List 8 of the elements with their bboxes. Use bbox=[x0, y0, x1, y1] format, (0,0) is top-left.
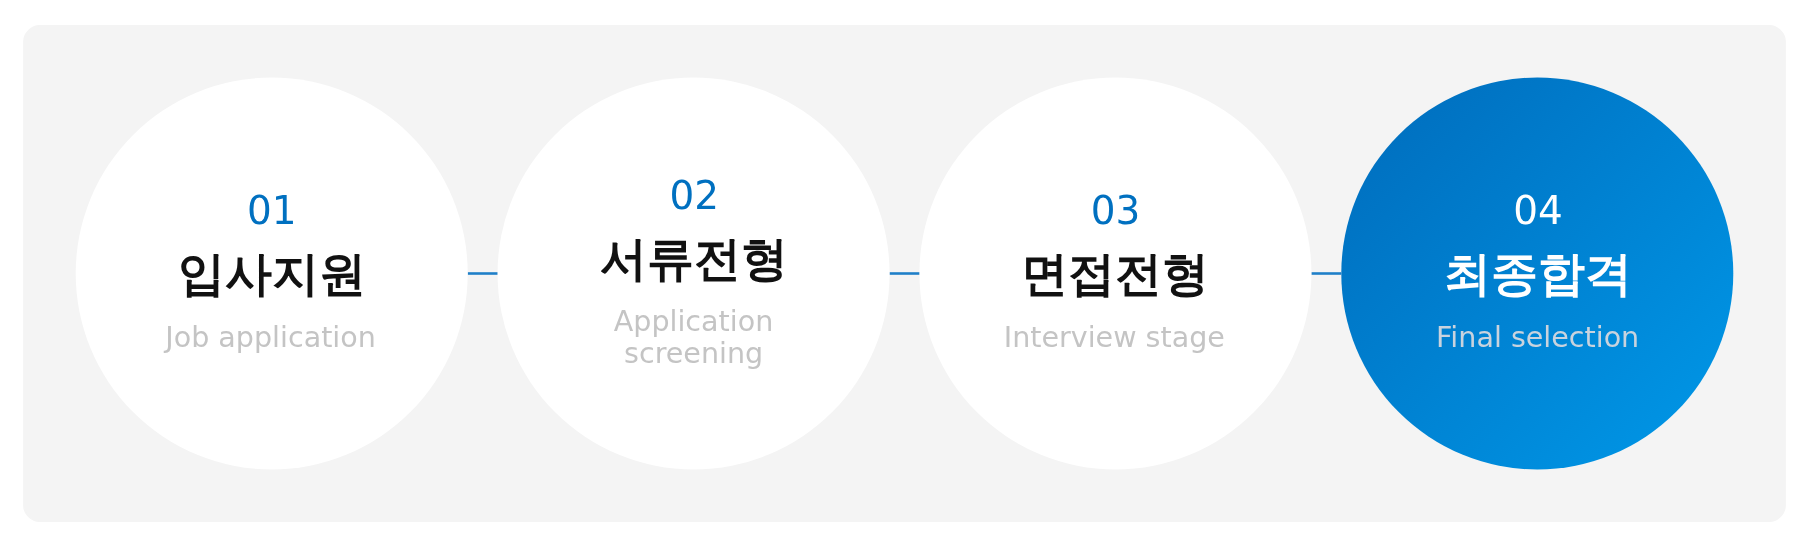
node-circle: 01 입사지원 Job application bbox=[75, 77, 468, 470]
node-circle: 04 최종합격 Final selection bbox=[1341, 77, 1734, 470]
cluster bbox=[23, 24, 1786, 523]
connector bbox=[889, 272, 920, 275]
connector bbox=[1311, 272, 1342, 275]
node-circle: 02 서류전형 Application screening bbox=[497, 77, 890, 470]
connector bbox=[467, 272, 498, 275]
node-circle: 03 면접전형 Interview stage bbox=[919, 77, 1312, 470]
